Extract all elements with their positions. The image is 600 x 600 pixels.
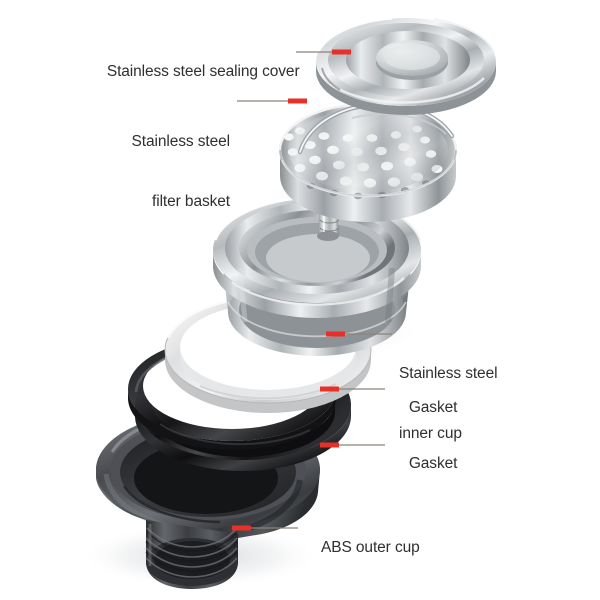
callout-line: ABS outer cup: [320, 539, 420, 556]
leader-outer-cup: [232, 525, 298, 531]
callout-leaders: [232, 49, 392, 531]
threaded-neck: [145, 520, 238, 589]
leader-gasket-2: [320, 442, 385, 448]
callout-label-abs-outer-cup: ABS outer cup: [305, 518, 505, 578]
callout-line: Stainless steel sealing cover: [106, 63, 300, 80]
callout-label-inner-cup: Stainless steel inner cup: [399, 324, 589, 484]
callout-label-filter-basket: Stainless steel filter basket: [60, 92, 231, 252]
callout-line: inner cup: [399, 425, 462, 442]
part-stainless-steel-sealing-cover[interactable]: [316, 16, 496, 115]
leader-sealing-cover: [296, 49, 351, 55]
leader-gasket-1: [320, 386, 385, 392]
callout-line: filter basket: [152, 193, 230, 210]
leader-inner-cup: [326, 331, 392, 337]
callout-label-gasket-upper: Gasket: [392, 378, 542, 438]
callout-line: Stainless steel: [399, 365, 498, 382]
callout-label-sealing-cover: Stainless steel sealing cover: [90, 42, 300, 102]
callout-line: Gasket: [408, 455, 458, 472]
part-stainless-steel-filter-basket[interactable]: [278, 102, 458, 222]
callout-line: Stainless steel: [131, 133, 231, 150]
leader-filter-basket: [237, 98, 307, 104]
callout-line: Gasket: [408, 399, 458, 416]
callout-label-gasket-lower: Gasket: [392, 434, 542, 494]
